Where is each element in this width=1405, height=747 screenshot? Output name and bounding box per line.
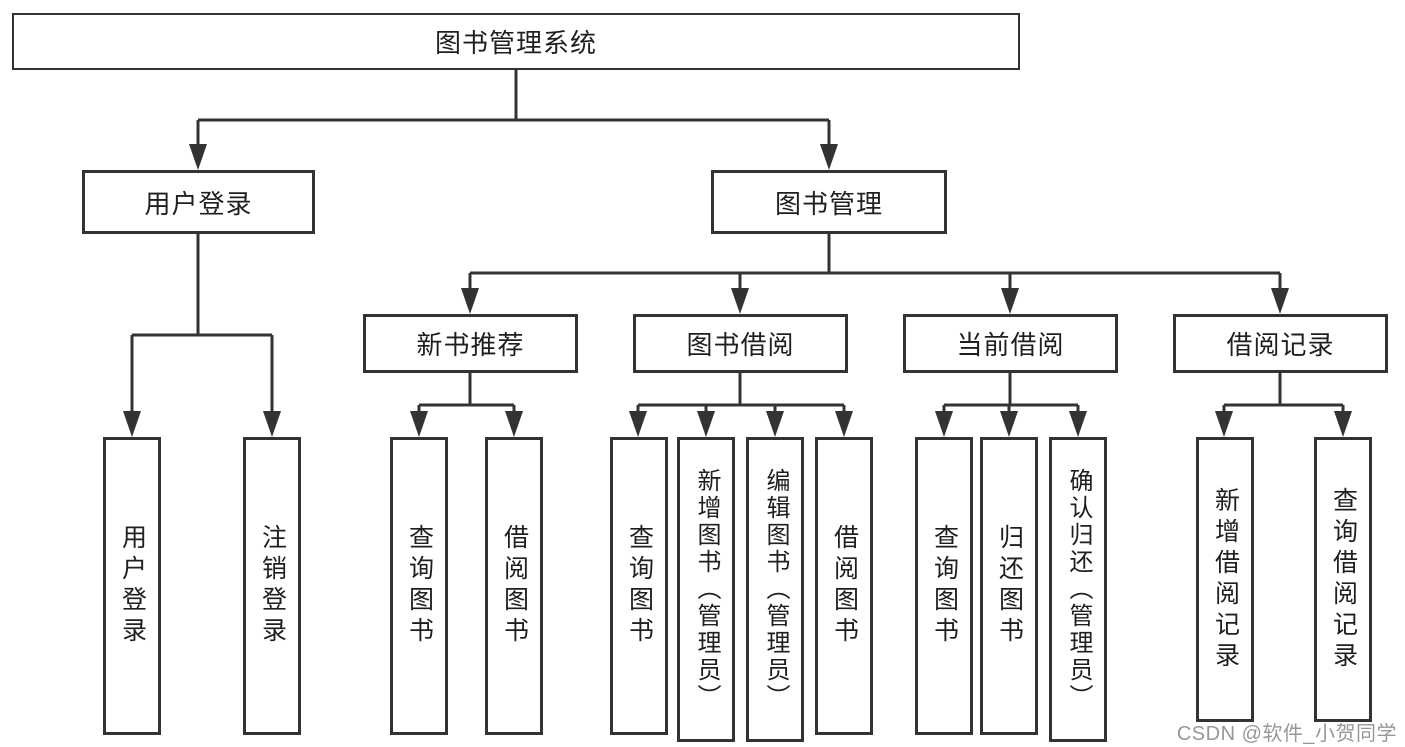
node-label: 新增借阅记录 [1211, 486, 1240, 673]
node-label: 新增图书（管理员） [693, 468, 720, 711]
leaf-add-borrow-record: 新增借阅记录 [1196, 437, 1254, 722]
node-label: 查询图书 [405, 524, 434, 648]
node-new-book-recommendation: 新书推荐 [363, 314, 578, 373]
leaf-borrow-books-recommend: 借阅图书 [485, 437, 543, 735]
node-label: 借阅图书 [500, 524, 529, 648]
leaf-query-books-borrow: 查询图书 [610, 437, 668, 735]
node-label: 用户登录 [118, 524, 147, 648]
node-label: 查询借阅记录 [1329, 486, 1358, 673]
node-label: 新书推荐 [416, 330, 525, 360]
node-book-management: 图书管理 [711, 170, 947, 234]
node-label: 查询图书 [930, 524, 959, 648]
leaf-query-borrow-record: 查询借阅记录 [1314, 437, 1372, 722]
node-label: 查询图书 [625, 524, 654, 648]
node-current-borrowing: 当前借阅 [903, 314, 1118, 373]
leaf-query-books-recommend: 查询图书 [390, 437, 448, 735]
node-root-library-management-system: 图书管理系统 [12, 13, 1020, 70]
node-label: 注销登录 [258, 524, 287, 648]
leaf-query-books-current: 查询图书 [915, 437, 973, 735]
node-label: 图书管理系统 [434, 28, 597, 58]
node-book-borrowing: 图书借阅 [633, 314, 848, 373]
leaf-user-login: 用户登录 [103, 437, 161, 735]
node-borrowing-records: 借阅记录 [1173, 314, 1388, 373]
leaf-borrow-books: 借阅图书 [815, 437, 873, 735]
node-user-login: 用户登录 [82, 170, 315, 234]
node-label: 编辑图书（管理员） [762, 468, 789, 711]
node-label: 归还图书 [995, 524, 1024, 648]
leaf-return-books: 归还图书 [980, 437, 1038, 735]
leaf-add-books-admin: 新增图书（管理员） [677, 437, 735, 742]
node-label: 当前借阅 [956, 330, 1065, 360]
node-label: 图书管理 [774, 188, 883, 219]
csdn-watermark: CSDN @软件_小贺同学 [1176, 723, 1397, 745]
leaf-edit-books-admin: 编辑图书（管理员） [746, 437, 804, 742]
leaf-logout: 注销登录 [243, 437, 301, 735]
node-label: 借阅记录 [1226, 330, 1335, 360]
node-label: 图书借阅 [686, 330, 795, 360]
leaf-confirm-return-admin: 确认归还（管理员） [1049, 437, 1107, 742]
node-label: 借阅图书 [830, 524, 859, 648]
node-label: 确认归还（管理员） [1065, 468, 1092, 711]
node-label: 用户登录 [144, 188, 253, 219]
